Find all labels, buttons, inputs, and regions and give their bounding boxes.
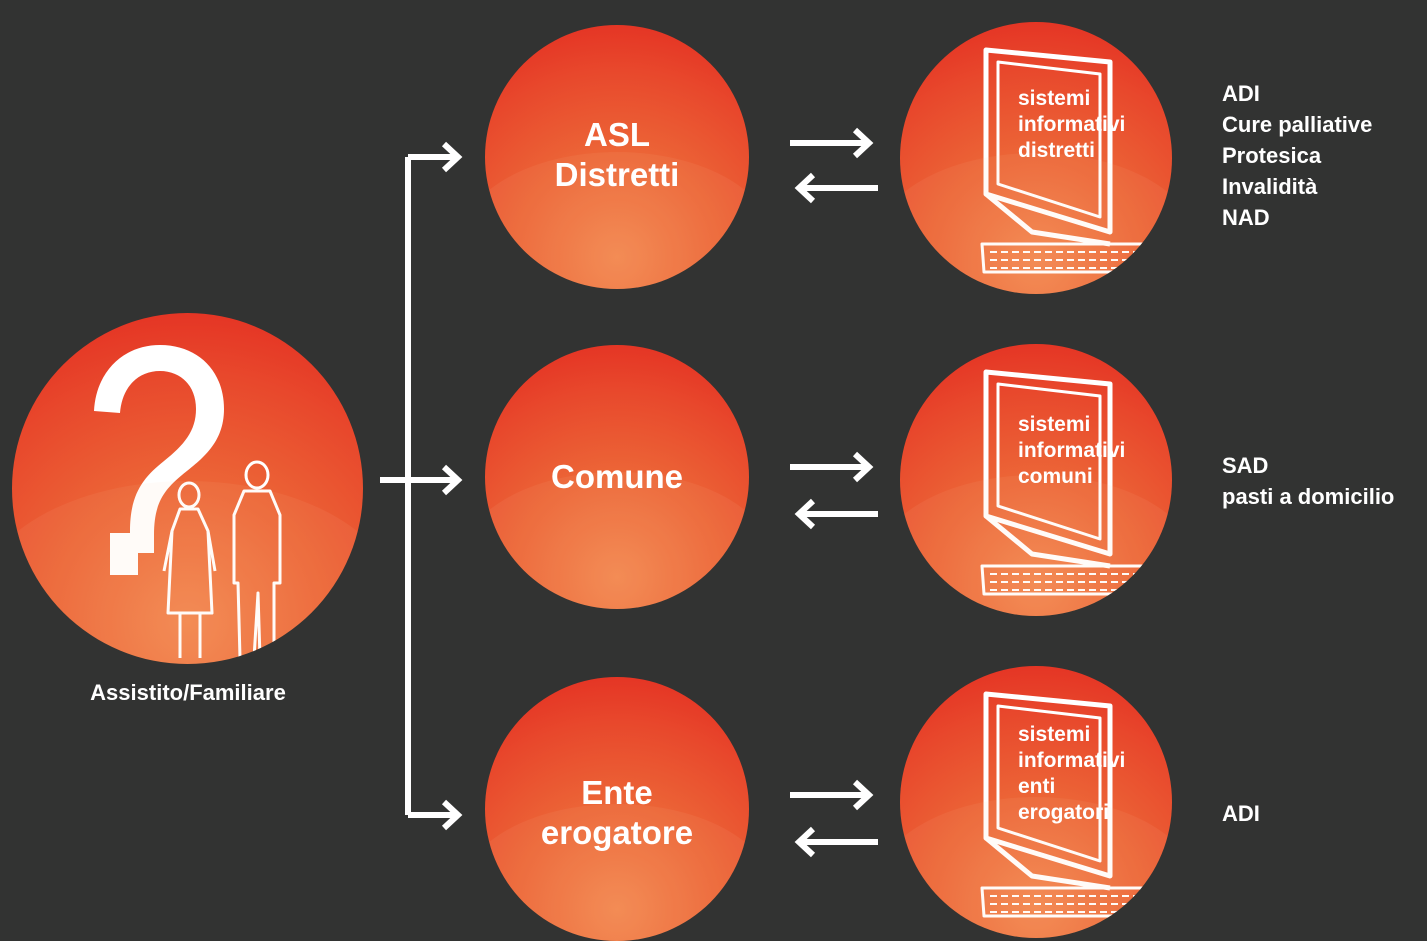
service-item: pasti a domicilio bbox=[1222, 484, 1395, 509]
services-list-comuni: SAD pasti a domicilio bbox=[1222, 450, 1394, 512]
org-circle-comune[interactable]: Comune bbox=[485, 345, 749, 609]
question-people-icon bbox=[94, 345, 282, 660]
assistito-label: Assistito/Familiare bbox=[90, 680, 286, 705]
system-label-distretti: sistemi informativi distretti bbox=[1018, 87, 1126, 162]
org-circle-ente[interactable]: Ente erogatore bbox=[485, 677, 749, 941]
services-list-distretti: ADI Cure palliative Protesica Invalidità… bbox=[1222, 78, 1372, 233]
assistito-circle bbox=[12, 313, 363, 664]
system-label-enti: sistemi informativi enti erogatori bbox=[1018, 723, 1126, 824]
system-circle-enti[interactable]: sistemi informativi enti erogatori bbox=[900, 666, 1172, 938]
org-label-comune: Comune bbox=[551, 458, 683, 495]
system-circle-comuni[interactable]: sistemi informativi comuni bbox=[900, 344, 1172, 616]
service-item: Protesica bbox=[1222, 143, 1322, 168]
service-item: SAD bbox=[1222, 453, 1269, 478]
arrowhead-asl bbox=[441, 141, 463, 173]
arrowhead-comune bbox=[441, 464, 463, 496]
org-circle-asl[interactable]: ASL Distretti bbox=[485, 25, 749, 289]
service-item: NAD bbox=[1222, 205, 1270, 230]
system-label-comuni: sistemi informativi comuni bbox=[1018, 413, 1126, 488]
services-list-enti: ADI bbox=[1222, 798, 1260, 829]
arrowhead-ente bbox=[441, 799, 463, 831]
service-item: Invalidità bbox=[1222, 174, 1318, 199]
system-circle-distretti[interactable]: sistemi informativi distretti bbox=[900, 22, 1172, 294]
service-item: ADI bbox=[1222, 801, 1260, 826]
service-item: Cure palliative bbox=[1222, 112, 1373, 137]
org-label-ente: Ente erogatore bbox=[540, 774, 694, 851]
service-item: ADI bbox=[1222, 81, 1260, 106]
org-label-asl: ASL Distretti bbox=[554, 116, 680, 193]
